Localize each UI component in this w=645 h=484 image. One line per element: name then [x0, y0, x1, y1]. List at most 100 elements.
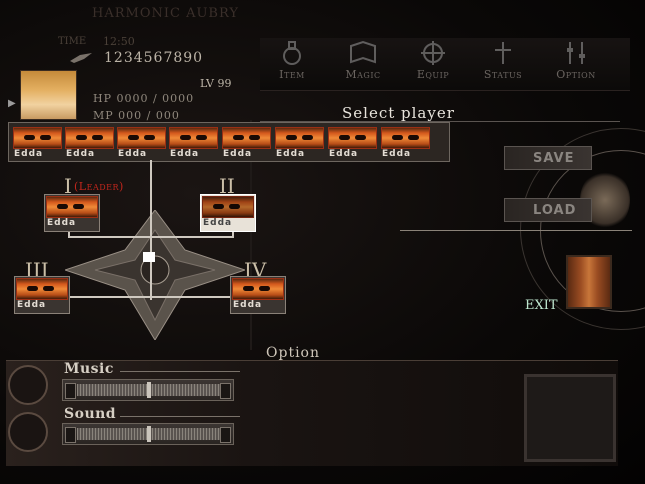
divider-line — [120, 371, 240, 372]
roster-name: Edda — [223, 149, 253, 159]
divider-line — [400, 230, 632, 231]
slider-left-cap[interactable] — [65, 383, 76, 399]
character-portrait — [20, 70, 77, 120]
roster-name: Edda — [276, 149, 306, 159]
money-counter: 1234567890 — [104, 50, 204, 66]
formation-slot-4[interactable]: Edda — [230, 276, 286, 314]
slider-right-cap[interactable] — [220, 427, 231, 443]
slot-name: Edda — [233, 300, 263, 310]
roster-name: Edda — [14, 149, 44, 159]
menu-item-magic[interactable]: Magic — [333, 40, 393, 88]
slot-name: Edda — [203, 218, 233, 228]
roster-name: Edda — [170, 149, 200, 159]
roster-card[interactable]: Edda — [117, 127, 166, 159]
character-hp: HP 0000 / 0000 — [93, 92, 195, 105]
menu-label: Status — [483, 68, 523, 81]
roster-card[interactable]: Edda — [65, 127, 114, 159]
formation-emblem — [65, 210, 245, 340]
time-label: TIME — [58, 36, 87, 47]
divider-line — [260, 121, 620, 122]
menu-label: Equip — [416, 68, 450, 81]
roster-name: Edda — [382, 149, 412, 159]
character-face — [381, 127, 430, 149]
formation-center-marker — [143, 252, 155, 262]
exit-button[interactable]: EXIT — [525, 298, 558, 313]
slot-numeral: II — [219, 174, 235, 198]
formation-slot-2[interactable]: Edda — [200, 194, 256, 232]
menu-label: Item — [279, 68, 305, 81]
select-player-title: Select player — [342, 104, 455, 122]
leader-tag: (Leader) — [74, 180, 124, 193]
character-mp: MP 000 / 000 — [93, 109, 180, 122]
slider-right-cap[interactable] — [220, 383, 231, 399]
headphones-icon — [8, 365, 48, 405]
option-title: Option — [266, 345, 320, 361]
divider-line — [120, 416, 240, 417]
character-face — [65, 127, 114, 149]
roster-name: Edda — [118, 149, 148, 159]
save-button[interactable]: SAVE — [504, 146, 592, 170]
music-volume-slider[interactable] — [62, 379, 234, 401]
roster-card[interactable]: Edda — [381, 127, 430, 159]
slider-thumb[interactable] — [147, 382, 151, 398]
crosshair-icon — [421, 41, 445, 65]
wing-icon — [70, 53, 92, 63]
menu-item-equip[interactable]: Equip — [403, 40, 463, 88]
exit-door-icon[interactable] — [566, 255, 612, 309]
roster-card[interactable]: Edda — [275, 127, 324, 159]
option-panel — [6, 360, 618, 466]
character-level: LV 99 — [200, 77, 232, 90]
connector-line — [232, 228, 234, 238]
menu-label: Option — [556, 68, 596, 81]
character-face — [117, 127, 166, 149]
character-face — [328, 127, 377, 149]
divider-line — [250, 120, 252, 350]
slot-name: Edda — [17, 300, 47, 310]
sound-volume-slider[interactable] — [62, 423, 234, 445]
menu-item-status[interactable]: Status — [473, 40, 533, 88]
menu-label: Magic — [345, 68, 381, 81]
slider-left-cap[interactable] — [65, 427, 76, 443]
roster-name: Edda — [66, 149, 96, 159]
location-name: HARMONIC AUBRY — [92, 6, 239, 21]
slider-thumb[interactable] — [147, 426, 151, 442]
character-face — [46, 196, 98, 218]
spellbook-icon — [350, 40, 376, 64]
connector-line — [68, 228, 70, 238]
speaker-icon — [8, 412, 48, 452]
play-time: 12:50 — [103, 35, 135, 48]
formation-slot-3[interactable]: Edda — [14, 276, 70, 314]
slot-numeral: I — [64, 174, 72, 198]
character-face — [222, 127, 271, 149]
roster-card[interactable]: Edda — [169, 127, 218, 159]
formation-slot-1[interactable]: Edda — [44, 194, 100, 232]
menu-item-option[interactable]: Option — [546, 40, 606, 88]
roster-card[interactable]: Edda — [222, 127, 271, 159]
connector-line — [68, 236, 234, 238]
character-face — [16, 278, 68, 300]
main-menu-bar — [260, 38, 630, 91]
connector-line — [150, 160, 152, 300]
roster-card[interactable]: Edda — [328, 127, 377, 159]
character-face — [202, 196, 254, 218]
menu-item-item[interactable]: Item — [262, 40, 322, 88]
arrow-right-icon: ▶ — [8, 98, 16, 109]
connector-line — [42, 296, 260, 298]
character-face — [232, 278, 284, 300]
slot-name: Edda — [47, 218, 77, 228]
sword-icon — [495, 42, 511, 64]
load-button[interactable]: LOAD — [504, 198, 592, 222]
potion-icon — [283, 41, 301, 65]
sliders-icon — [567, 42, 585, 64]
party-roster: Edda Edda Edda Edda Edda Edda Edda Edda — [8, 122, 450, 162]
roster-name: Edda — [329, 149, 359, 159]
leader-text: Leader — [78, 180, 119, 193]
character-face — [169, 127, 218, 149]
sound-label: Sound — [64, 406, 117, 422]
music-label: Music — [64, 361, 114, 377]
preview-window — [524, 374, 616, 462]
character-face — [275, 127, 324, 149]
roster-card[interactable]: Edda — [13, 127, 62, 159]
character-face — [13, 127, 62, 149]
